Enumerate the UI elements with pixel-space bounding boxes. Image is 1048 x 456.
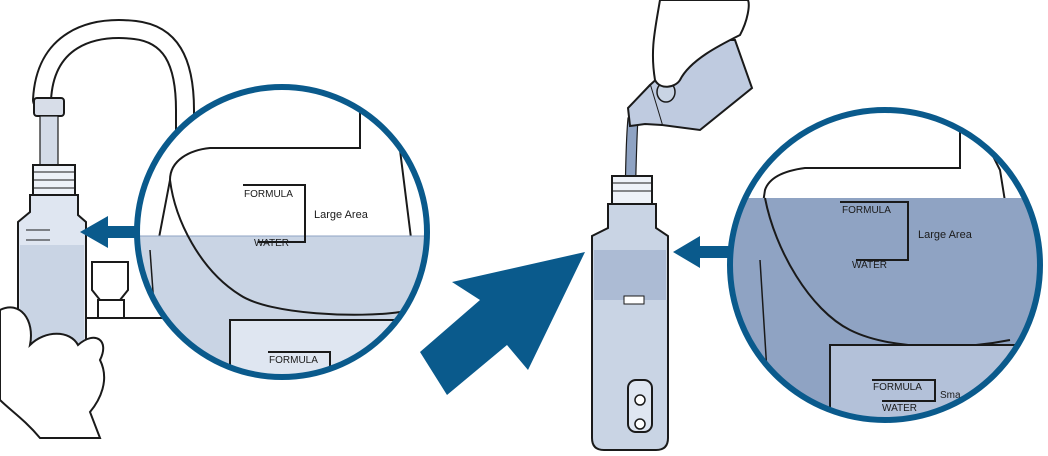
counter-tap [91,261,129,301]
hand-right [651,0,750,88]
water-label: WATER [852,260,887,271]
bottle-right [591,175,669,451]
small-formula-label: FORMULA [873,382,922,393]
formula-label: FORMULA [244,189,293,200]
large-area-label: Large Area [314,209,369,221]
formula-label: FORMULA [842,205,891,216]
small-area-label: Sma [940,390,961,401]
formula-scene [591,0,754,451]
zoom-circle-left: FORMULA WATER Large Area FORMULA WATER S… [134,84,430,380]
hand-left [0,306,106,439]
zoom-circle-right: FORMULA WATER Large Area FORMULA WATER S… [727,107,1043,423]
faucet-nozzle [33,97,65,117]
left-arrow-icon [673,236,730,268]
faucet-scene [0,19,195,439]
water-label: WATER [254,238,289,249]
right-arrow-icon [420,252,585,395]
large-area-label: Large Area [918,229,973,241]
small-formula-label: FORMULA [269,355,318,366]
left-arrow-icon [80,216,148,248]
small-water-label: WATER [882,403,917,414]
